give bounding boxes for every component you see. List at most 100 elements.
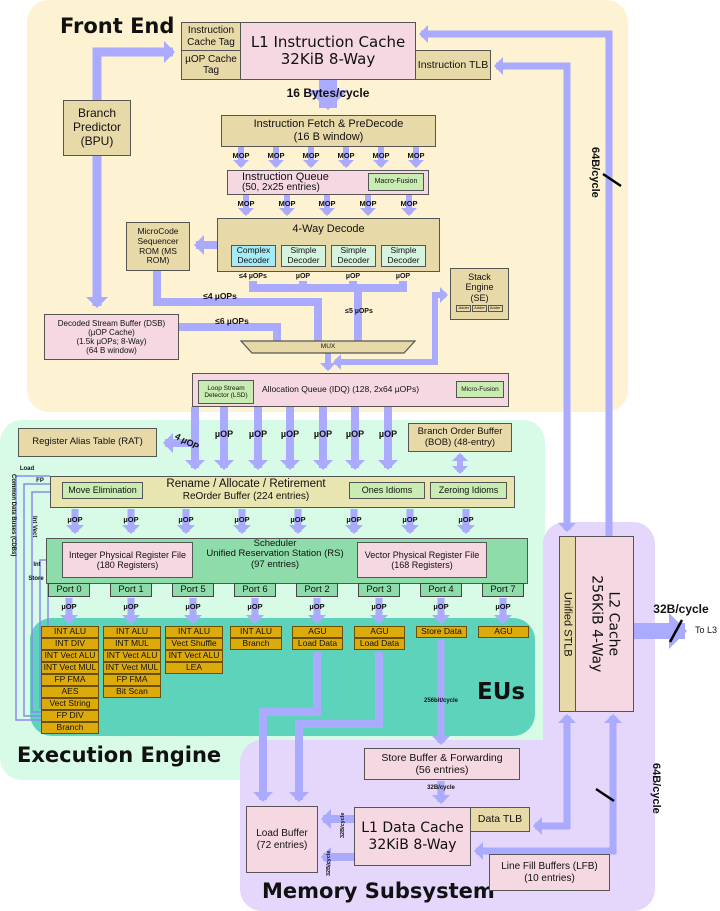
iq-title: Instruction Queue <box>242 171 329 183</box>
zeroing-idioms: Zeroing Idioms <box>430 482 507 499</box>
mux-to-idq-arrow-head <box>320 363 336 371</box>
l1d-to-load-buffer-arrow-head <box>321 809 331 829</box>
port-to-eu-arrow-head <box>184 615 202 624</box>
execution-unit: Bit Scan <box>103 686 161 698</box>
mop-arrow-head <box>268 160 284 168</box>
uop-label: µOP <box>280 429 300 439</box>
execution-unit: INT DIV <box>41 638 99 650</box>
idq-to-rob-arrow-head <box>248 460 268 470</box>
iprf-registers: (180 Registers) <box>96 560 159 570</box>
port-6: Port 6 <box>234 583 276 597</box>
mop-label: MOP <box>359 199 377 208</box>
load-buffer: Load Buffer (72 entries) <box>246 806 318 873</box>
rob-to-scheduler-arrow-head <box>401 525 419 534</box>
idq-to-rob-arrow-head <box>378 460 398 470</box>
decoder-output-label: µOP <box>295 273 311 280</box>
rs-entries: (97 entries) <box>250 558 300 570</box>
front-end-title: Front End <box>60 14 175 38</box>
stack-engine-link-head <box>440 287 448 303</box>
l2-to-l1d-arrow-head <box>604 714 622 723</box>
mop-arrow-head <box>319 208 335 216</box>
fetch-title: Instruction Fetch & PreDecode <box>253 118 404 131</box>
lfb-title: Line Fill Buffers (LFB) <box>501 861 598 872</box>
l2-upstream-bandwidth: 64B/cycle <box>589 147 601 198</box>
execution-unit: Load Data <box>292 638 343 650</box>
store-buffer: Store Buffer & Forwarding (56 entries) <box>364 748 520 780</box>
common-data-bus-line <box>23 483 50 717</box>
mop-arrow-head <box>408 160 424 168</box>
uop-label: µOP <box>234 515 250 524</box>
port-2: Port 2 <box>296 583 338 597</box>
execution-unit: INT ALU <box>165 626 223 638</box>
execution-unit: INT MUL <box>103 638 161 650</box>
l1i-title: L1 Instruction Cache <box>250 32 406 51</box>
bandwidth-slash <box>595 787 615 803</box>
complex-decoder: Complex Decoder <box>231 245 276 267</box>
rob-to-scheduler-arrow-head <box>345 525 363 534</box>
dsb-line: (1.5k µOPs; 8-Way) <box>76 337 147 346</box>
memory-subsystem-title: Memory Subsystem <box>262 879 495 903</box>
adder: Adder <box>487 305 503 312</box>
l2-to-l1d-arrow <box>476 716 617 855</box>
iprf-title: Integer Physical Register File <box>68 549 187 560</box>
instruction-tlb: Instruction TLB <box>415 50 491 80</box>
l1d-load-bandwidth: 32B/cycle <box>340 812 346 838</box>
execution-unit: Store Data <box>416 626 467 638</box>
store-buffer-entries: (56 entries) <box>415 764 469 776</box>
uop-label: µOP <box>178 515 194 524</box>
mop-label: MOP <box>237 199 255 208</box>
decoder-output-bus <box>249 281 407 292</box>
cdb-label: Common Data Buses (CDBs) <box>10 474 16 557</box>
execution-unit: FP FMA <box>41 674 99 686</box>
execution-unit: INT ALU <box>41 626 99 638</box>
macro-fusion: Macro-Fusion <box>368 173 424 191</box>
dsb-line: (µOP Cache) <box>88 327 135 337</box>
l2-to-l1d-arrow-head <box>474 842 483 860</box>
rob-entries: ReOrder Buffer (224 entries) <box>182 491 310 503</box>
uop-label: µOP <box>123 602 139 611</box>
cdb-load-label: Load <box>19 466 35 472</box>
idq-to-rob-arrow-head <box>214 460 234 470</box>
port2-to-load-buffer-arrow <box>259 652 321 800</box>
integer-physical-register-file: Integer Physical Register File (180 Regi… <box>62 542 193 578</box>
l2-to-l1i-arrow-head <box>419 25 428 43</box>
port-7: Port 7 <box>482 583 524 597</box>
branch-order-buffer: Branch Order Buffer (BOB) (48-entry) <box>408 423 512 452</box>
port-to-eu-arrow-head <box>308 615 326 624</box>
decoded-stream-buffer: Decoded Stream Buffer (DSB) (µOP Cache) … <box>44 314 179 360</box>
to-l3-label: To L3 <box>694 625 718 635</box>
decode-to-msrom-arrow-head <box>194 235 204 255</box>
port2-to-load-buffer-arrow-head <box>253 792 273 802</box>
uop-label: µOP <box>123 515 139 524</box>
store-buffer-to-l1d-arrow-head <box>432 795 450 804</box>
stack-engine: Stack Engine (SE) Adder Adder Adder <box>450 268 509 320</box>
port-3: Port 3 <box>358 583 400 597</box>
bpu-to-tag-arrow-head <box>164 41 175 63</box>
l1d-title: L1 Data Cache <box>361 820 464 837</box>
execution-unit: Vect Shuffle <box>165 638 223 650</box>
l1d-to-load-buffer-arrow-head <box>321 847 331 867</box>
execution-unit: AGU <box>354 626 405 638</box>
msrom-output-label: ≤4 µOPs <box>203 291 237 301</box>
adder: Adder <box>472 305 487 312</box>
execution-unit: INT Vect ALU <box>103 650 161 662</box>
cdb-int-label: Int <box>33 562 41 568</box>
l1i-size: 32KiB 8-Way <box>280 50 376 68</box>
l1d-load-bandwidth: 32B/cycle <box>326 850 332 876</box>
uop-label: µOP <box>309 602 325 611</box>
uop-label: µOP <box>61 602 77 611</box>
common-data-bus-line <box>15 475 50 721</box>
rob-to-scheduler-arrow-head <box>122 525 140 534</box>
simple-decoder: Simple Decoder <box>281 245 326 267</box>
dsb-line: Decoded Stream Buffer (DSB) <box>57 318 166 328</box>
register-alias-table: Register Alias Table (RAT) <box>18 428 157 457</box>
l2-l1d-bandwidth: 64B/cycle <box>650 763 662 814</box>
eus-title: EUs <box>477 679 526 705</box>
store-buffer-bandwidth: 32B/cycle <box>427 785 455 791</box>
fetch-bandwidth-label: 16 Bytes/cycle <box>286 86 370 100</box>
execution-unit: Branch <box>41 722 99 734</box>
reservation-station: Unified Reservation Station (RS) <box>206 548 344 560</box>
stlb-to-itlb-arrow <box>496 62 571 530</box>
